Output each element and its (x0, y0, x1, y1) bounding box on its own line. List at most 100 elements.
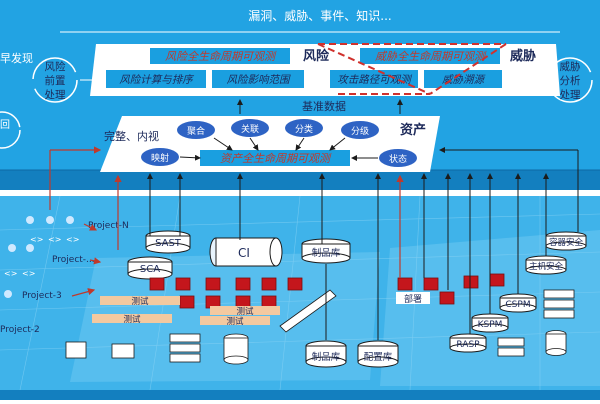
left-risk-pre-1: 风险 (45, 60, 66, 73)
tool-cspm: CSPM (499, 293, 537, 313)
project-code-mark: <> (48, 235, 61, 244)
artifact-label: 制品库 (312, 247, 341, 259)
deploy-label: 部署 (404, 293, 422, 305)
left-cycle-ring-2 (0, 111, 21, 149)
project-3-label: Project-3 (22, 291, 62, 301)
pipeline-blocks-left (149, 277, 303, 309)
project-arrow (89, 257, 102, 265)
kspm-label: KSPM (478, 320, 503, 330)
artifact2-label: 制品库 (312, 351, 341, 363)
cspm-label: CSPM (505, 300, 530, 310)
asset-panel-title: 资产 (400, 122, 426, 138)
test-label: 测试 (123, 314, 141, 325)
database-icon (223, 333, 249, 365)
tool-rasp: RASP (449, 333, 487, 353)
trace-label: 威胁溯源 (442, 74, 486, 86)
project-icon (26, 244, 34, 252)
pill-associate (231, 119, 269, 137)
doc-icon (111, 343, 135, 359)
sast-label: SAST (155, 238, 182, 249)
pill-aggregate (177, 121, 215, 139)
tool-config: 配置库 (357, 340, 399, 368)
tool-sca: SCA (127, 256, 173, 280)
asset-lifecycle-box (200, 150, 350, 166)
right-threat-1: 威胁 (560, 60, 581, 73)
tool-container-sec: 容器安全 (545, 231, 587, 251)
rasp-label: RASP (456, 340, 480, 350)
asset-arrow-e (179, 154, 201, 161)
right-threat-2: 分析 (560, 74, 581, 87)
project-arrow (71, 288, 96, 297)
project-icon (4, 290, 12, 298)
test-label: 测试 (131, 296, 149, 307)
pill-mapping-label: 映射 (151, 152, 169, 164)
risk-impact-label: 风险影响范围 (227, 74, 291, 86)
pill-mapping (141, 148, 179, 166)
project-code-mark: <> (66, 235, 79, 244)
tool-ci: CI (209, 237, 283, 267)
project-list: Project-N <> <> <> Project-... <> <> Pro… (0, 216, 129, 335)
left-risk-pre-3: 处理 (45, 89, 66, 101)
tool-host-sec: 主机安全 (525, 255, 567, 275)
project-icon (66, 216, 74, 224)
container-sec-label: 容器安全 (549, 237, 584, 248)
baseline-label: 基准数据 (302, 99, 346, 113)
right-cycle-ring (547, 57, 593, 103)
threat-panel-title: 威胁 (510, 48, 536, 64)
risk-calc-label: 风险计算与排序 (119, 74, 194, 86)
trace-box (424, 70, 502, 88)
pill-grade-label: 分级 (351, 125, 369, 137)
server-stack-right (497, 289, 575, 357)
pill-grade (341, 121, 379, 139)
project-code-mark: <> (22, 269, 35, 278)
risk-impact-box (212, 70, 304, 88)
database-right (545, 330, 567, 356)
top-platform-edge (0, 170, 600, 190)
pill-aggregate-label: 聚合 (187, 125, 205, 137)
project-code-mark: <> (4, 269, 17, 278)
project-icon (26, 216, 34, 224)
config-label: 配置库 (364, 351, 393, 363)
server-stack-icon (169, 333, 201, 363)
threat-lifecycle-box (360, 48, 500, 64)
bottom-platform-edge (0, 390, 600, 400)
pill-classify (285, 119, 323, 137)
risk-lifecycle-label: 风险全生命周期可观测 (165, 50, 277, 63)
threat-lifecycle-label: 威胁全生命周期可观测 (375, 50, 487, 63)
project-n-label: Project-N (88, 221, 129, 231)
top-banner-text: 漏洞、威胁、事件、知识... (248, 8, 391, 23)
tool-artifact: 制品库 (301, 238, 351, 264)
monitor-icon (65, 341, 87, 359)
asset-arrow-d (329, 137, 346, 151)
right-threat-3: 处理 (560, 89, 581, 101)
pill-status-label: 状态 (389, 153, 407, 165)
vertical-connectors (147, 147, 579, 340)
pipeline-beam (279, 289, 337, 333)
project-icon (46, 216, 54, 224)
asset-arrow-b (249, 137, 259, 151)
project-arrow (83, 223, 98, 231)
pill-status (379, 149, 417, 167)
asset-lifecycle-label: 资产全生命周期可观测 (220, 152, 332, 165)
asset-pill-group: 聚合 关联 分类 分级 映射 状态 (141, 119, 417, 167)
project-dots-label: Project-... (52, 255, 95, 265)
ci-label: CI (238, 246, 250, 260)
risk-panel-title: 风险 (303, 48, 330, 64)
dash-line-3 (429, 43, 507, 95)
attack-path-box (330, 70, 418, 88)
risk-calc-box (106, 70, 206, 88)
pipeline-blocks-right (397, 273, 505, 305)
host-sec-label: 主机安全 (529, 261, 564, 272)
risk-lifecycle-box (150, 48, 290, 64)
tool-sast: SAST (145, 230, 191, 254)
asset-arrow-c (295, 137, 305, 151)
test-label: 测试 (236, 306, 254, 317)
test-label: 测试 (226, 316, 244, 327)
sca-label: SCA (140, 264, 160, 275)
test-bars: 测试 测试 测试 测试 (92, 296, 280, 327)
project-code-mark: <> (30, 235, 43, 244)
pill-associate-label: 关联 (241, 123, 259, 135)
dash-line-2 (317, 43, 431, 95)
project-2-label: Project-2 (0, 325, 40, 335)
